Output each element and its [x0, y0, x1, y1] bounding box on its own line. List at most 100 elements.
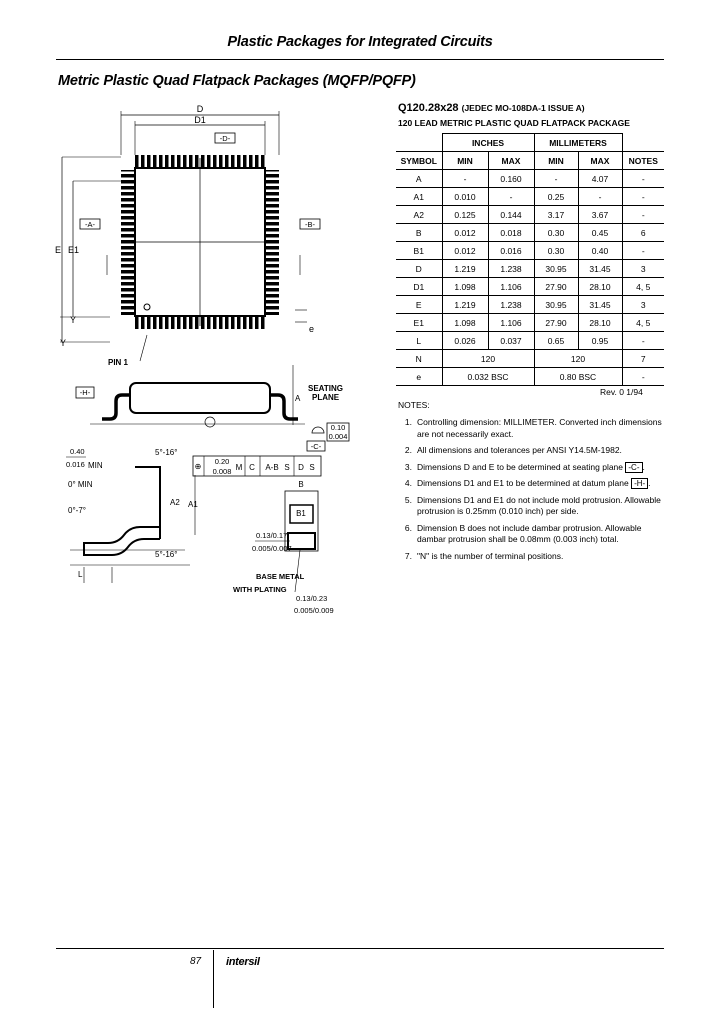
- footer-divider: [213, 950, 214, 1008]
- cell-in-max: 0.160: [487, 169, 535, 188]
- dimension-table: INCHES MILLIMETERS SYMBOL MIN MAX MIN MA…: [396, 133, 664, 386]
- cell-mm-max: 3.67: [577, 205, 623, 224]
- label-base-metal: BASE METAL: [256, 572, 305, 581]
- ref-s1: S: [284, 463, 289, 472]
- cell-symbol: A1: [396, 187, 443, 206]
- label-b: B: [298, 480, 303, 489]
- cell-mm-max: 28.10: [577, 313, 623, 332]
- notes-list: 1.Controlling dimension: MILLIMETER. Con…: [398, 417, 668, 567]
- angle-0-min: 0° MIN: [68, 480, 93, 489]
- cell-mm-min: 0.25: [533, 187, 579, 206]
- modifier-m: M: [236, 463, 243, 472]
- label-with-plating: WITH PLATING: [233, 585, 287, 594]
- cell-mm-min: 27.90: [533, 313, 579, 332]
- datum-a: -A-: [85, 220, 96, 229]
- cell-in-max: 0.018: [487, 223, 535, 242]
- label-pin1: PIN 1: [108, 358, 129, 367]
- cell-notes: -: [621, 331, 664, 350]
- label-a1: A1: [188, 500, 198, 509]
- label-min-1: MIN: [88, 461, 103, 470]
- note-5: 5.Dimensions D1 and E1 do not include mo…: [404, 494, 661, 517]
- cell-in-max: 1.106: [487, 277, 535, 296]
- header-symbol: SYMBOL: [396, 151, 443, 170]
- cell-symbol: E: [396, 295, 443, 314]
- side-view: -H- A SEATING PLANE 0.10 0.004 -C-: [75, 365, 350, 452]
- cell-in-min: 1.098: [441, 313, 489, 332]
- top-view: D D1 -D- E E1 -A- -B- Y Y PIN 1 e: [55, 104, 321, 367]
- ref-ab: A-B: [265, 463, 278, 472]
- label-lead-pitch: e: [309, 324, 314, 334]
- svg-text:Y: Y: [70, 315, 76, 325]
- note-4: 4.Dimensions D1 and E1 to be determined …: [404, 478, 651, 489]
- header-mm-min: MIN: [533, 151, 579, 170]
- page-header-title: Plastic Packages for Integrated Circuits: [227, 34, 493, 50]
- note-3: 3.Dimensions D and E to be determined at…: [404, 461, 645, 473]
- cell-notes: 4, 5: [621, 277, 664, 296]
- package-code: Q120.28x28 (JEDEC MO-108DA-1 ISSUE A): [398, 102, 585, 114]
- cell-mm-max: 0.40: [577, 241, 623, 260]
- lead-detail: 0.40 0.016 MIN 5°-16° 0° MIN 0°-7° 5°-16…: [66, 447, 198, 583]
- angle-5-16-top: 5°-16°: [155, 448, 177, 457]
- cell-mm-min: 3.17: [533, 205, 579, 224]
- flatness-bottom: 0.004: [329, 432, 348, 441]
- dim-040: 0.40: [70, 447, 85, 456]
- detail-callout: [204, 416, 216, 428]
- cell-notes: -: [621, 187, 664, 206]
- dim-005-009: 0.005/0.009: [294, 606, 334, 615]
- ref-s2: S: [309, 463, 314, 472]
- header-millimeters: MILLIMETERS: [533, 133, 623, 152]
- label-e1: E1: [68, 245, 79, 255]
- side-body: [129, 382, 271, 414]
- cell-mm-max: -: [577, 187, 623, 206]
- cell-in-max: 1.238: [487, 259, 535, 278]
- cell-symbol: D1: [396, 277, 443, 296]
- package-name: 120 LEAD METRIC PLASTIC QUAD FLATPACK PA…: [398, 118, 630, 128]
- dim-005-007: 0.005/0.007: [252, 544, 292, 553]
- svg-text:Y: Y: [60, 338, 66, 348]
- right-leads: [265, 170, 279, 315]
- cell-mm-max: 31.45: [577, 295, 623, 314]
- cell-mm-max: 4.07: [577, 169, 623, 188]
- header-in-min: MIN: [441, 151, 489, 170]
- left-leads: [121, 170, 135, 315]
- header-in-max: MAX: [487, 151, 535, 170]
- datum-b: -B-: [305, 220, 316, 229]
- note-6: 6.Dimension B does not include dambar pr…: [404, 522, 642, 545]
- package-standard: (JEDEC MO-108DA-1 ISSUE A): [461, 103, 585, 113]
- cell-notes: 4, 5: [621, 313, 664, 332]
- cell-mm-min: 27.90: [533, 277, 579, 296]
- table-row: A-0.160-4.07-: [396, 169, 664, 188]
- angle-5-16-bottom: 5°-16°: [155, 550, 177, 559]
- note-7: 7."N" is the number of terminal position…: [404, 550, 564, 561]
- position-bottom: 0.008: [213, 467, 232, 476]
- cell-symbol: E1: [396, 313, 443, 332]
- datum-d: -D-: [220, 134, 231, 143]
- label-b1: B1: [296, 509, 306, 518]
- flatness-top: 0.10: [331, 423, 346, 432]
- footer-rule: [56, 948, 664, 949]
- cell-mm-max: 31.45: [577, 259, 623, 278]
- cell-in-max: 0.037: [487, 331, 535, 350]
- cell-in-min: 0.012: [441, 241, 489, 260]
- cell-symbol: B1: [396, 241, 443, 260]
- label-l: L: [78, 570, 83, 579]
- cell-in-min: 0.125: [441, 205, 489, 224]
- cell-notes: 3: [621, 295, 664, 314]
- intersil-logo: intersil: [226, 956, 260, 968]
- datum-h: -H-: [80, 388, 91, 397]
- ref-d: D: [298, 463, 304, 472]
- cell-mm-min: 30.95: [533, 295, 579, 314]
- note-4-datum: -H-: [631, 478, 649, 489]
- cell-in-min: 0.012: [441, 223, 489, 242]
- cell-notes: -: [621, 241, 664, 260]
- cell-notes: -: [621, 205, 664, 224]
- note-1: 1.Controlling dimension: MILLIMETER. Con…: [404, 417, 662, 439]
- cell-notes: 3: [621, 259, 664, 278]
- cell-in-min: 1.219: [441, 259, 489, 278]
